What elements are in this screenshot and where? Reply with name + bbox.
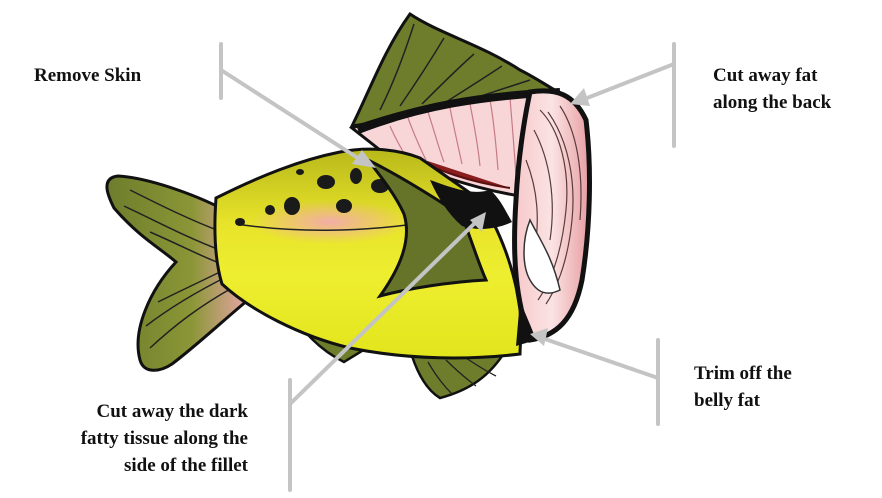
label-cut-back-fat: Cut away fat along the back — [713, 62, 831, 116]
pink-blush — [250, 200, 410, 244]
label-cut-back-line-2: along the back — [713, 89, 831, 116]
label-dark-fatty-tissue: Cut away the dark fatty tissue along the… — [81, 398, 248, 479]
label-trim-belly-line-1: Trim off the — [694, 360, 792, 387]
label-remove-skin-text: Remove Skin — [34, 62, 141, 89]
label-dark-tissue-line-1: Cut away the dark — [81, 398, 248, 425]
label-cut-back-line-1: Cut away fat — [713, 62, 831, 89]
label-trim-belly-line-2: belly fat — [694, 387, 792, 414]
label-trim-belly-fat: Trim off the belly fat — [694, 360, 792, 414]
label-dark-tissue-line-3: side of the fillet — [81, 452, 248, 479]
label-remove-skin: Remove Skin — [34, 62, 141, 89]
label-dark-tissue-line-2: fatty tissue along the — [81, 425, 248, 452]
